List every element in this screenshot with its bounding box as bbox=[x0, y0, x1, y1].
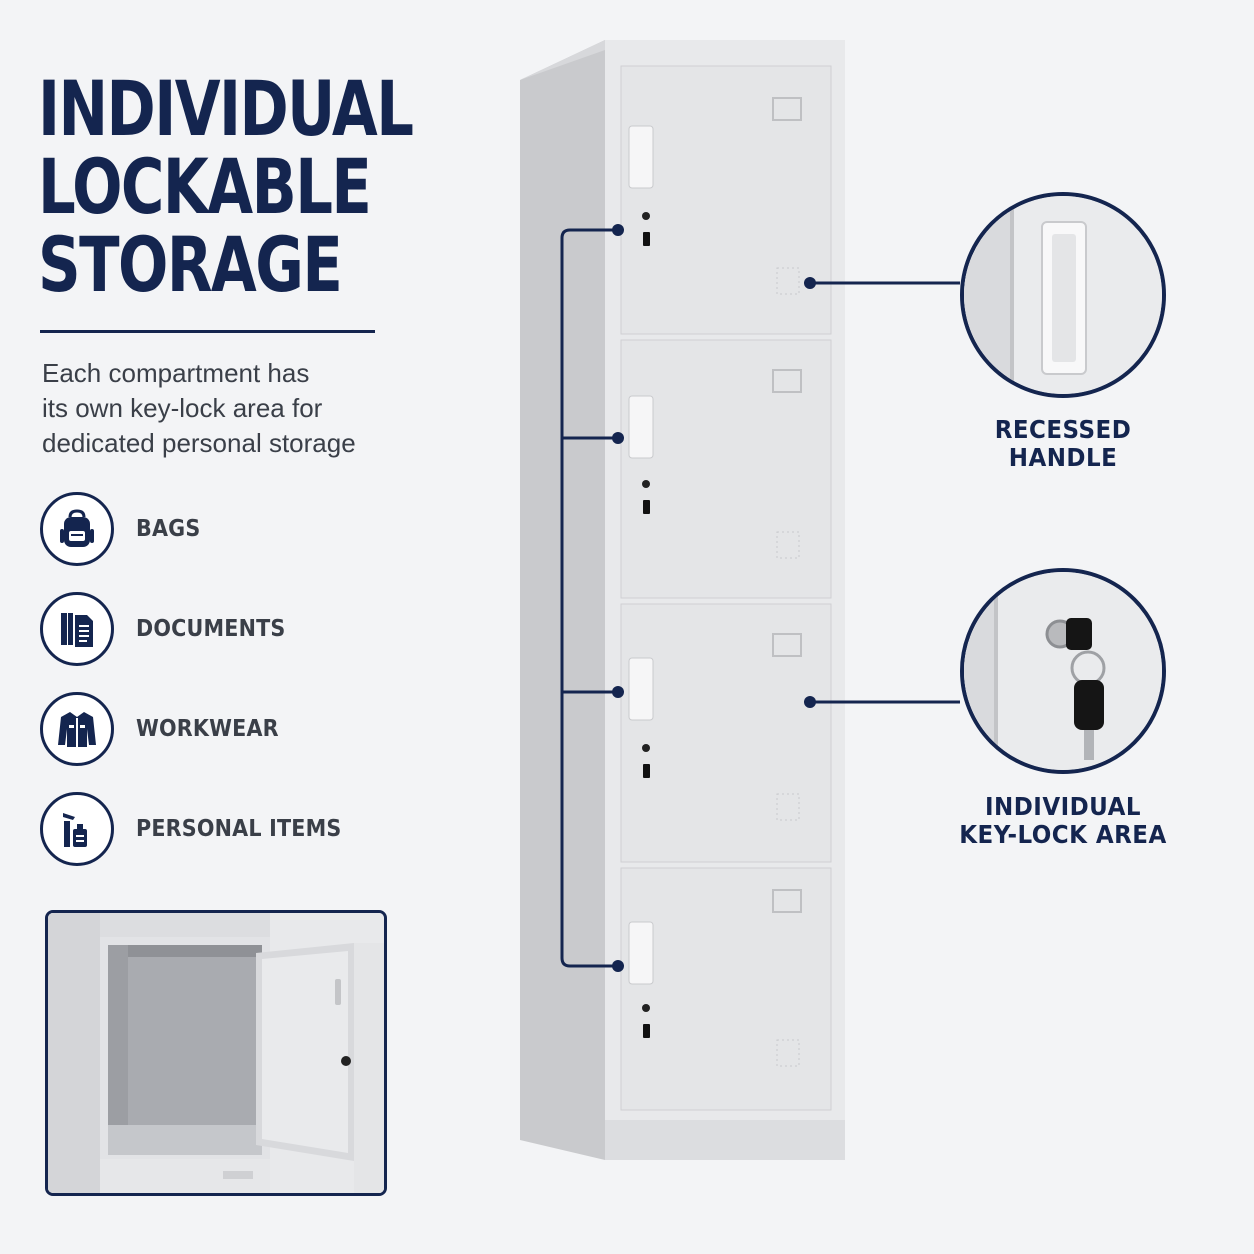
page-title: INDIVIDUAL LOCKABLE STORAGE bbox=[38, 64, 414, 309]
documents-icon bbox=[40, 592, 114, 666]
locker-door-3 bbox=[620, 603, 832, 863]
feature-label: WORKWEAR bbox=[136, 716, 279, 742]
handle-label-line-1: RECESSED bbox=[994, 415, 1132, 444]
locker-door-2 bbox=[620, 339, 832, 599]
title-line-2: LOCKABLE bbox=[38, 142, 372, 231]
feature-label: DOCUMENTS bbox=[136, 616, 286, 642]
backpack-icon bbox=[40, 492, 114, 566]
feature-workwear: WORKWEAR bbox=[40, 690, 400, 768]
handle-label-line-2: HANDLE bbox=[1008, 443, 1118, 472]
locker-door-4 bbox=[620, 867, 832, 1111]
feature-bags: BAGS bbox=[40, 490, 400, 568]
open-compartment-photo bbox=[45, 910, 387, 1196]
key-lock-zoom-circle bbox=[960, 568, 1166, 774]
feature-label: BAGS bbox=[136, 516, 201, 542]
jacket-icon bbox=[40, 692, 114, 766]
key-lock-label-line-2: KEY-LOCK AREA bbox=[959, 820, 1167, 849]
feature-personal-items: PERSONAL ITEMS bbox=[40, 790, 400, 868]
key-lock-label-line-1: INDIVIDUAL bbox=[985, 792, 1141, 821]
title-line-1: INDIVIDUAL bbox=[38, 64, 414, 153]
description-line-2: its own key-lock area for bbox=[42, 393, 323, 423]
description-line-3: dedicated personal storage bbox=[42, 428, 356, 458]
title-line-3: STORAGE bbox=[38, 220, 343, 309]
handle-zoom-circle bbox=[960, 192, 1166, 398]
title-divider bbox=[40, 330, 375, 333]
key-lock-callout-label: INDIVIDUAL KEY-LOCK AREA bbox=[950, 793, 1176, 849]
feature-documents: DOCUMENTS bbox=[40, 590, 400, 668]
handle-callout-label: RECESSED HANDLE bbox=[968, 416, 1158, 472]
locker-door-1 bbox=[620, 65, 832, 335]
description: Each compartment has its own key-lock ar… bbox=[42, 356, 422, 461]
description-line-1: Each compartment has bbox=[42, 358, 310, 388]
feature-label: PERSONAL ITEMS bbox=[136, 816, 342, 842]
personal-items-icon bbox=[40, 792, 114, 866]
